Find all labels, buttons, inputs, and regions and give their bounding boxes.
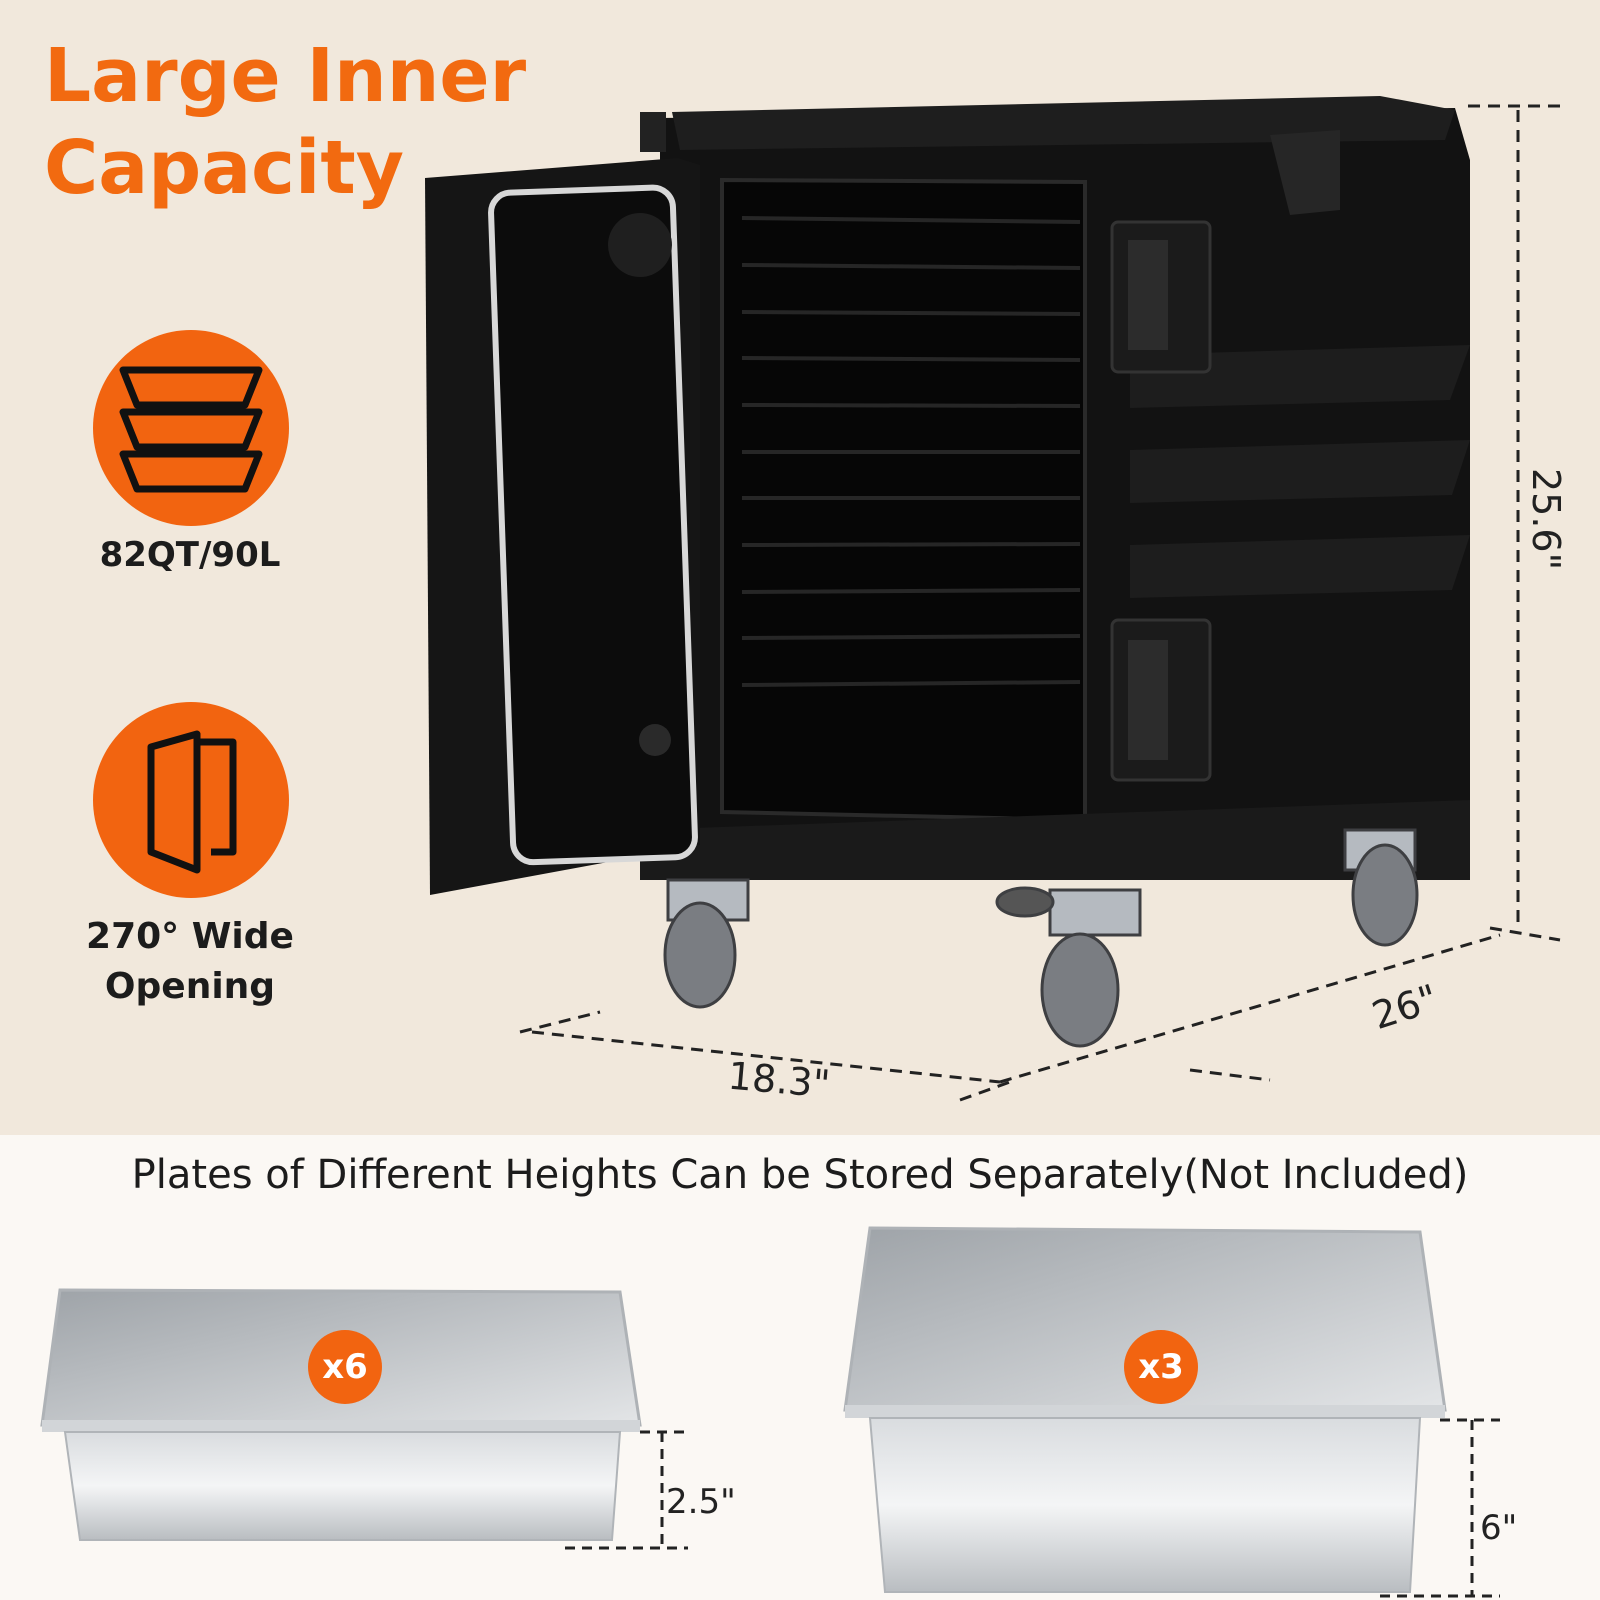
deep-pan-height-label: 6" xyxy=(1480,1508,1518,1548)
shallow-pan-quantity-badge: x6 xyxy=(308,1330,382,1404)
headline-line-2: Capacity xyxy=(44,125,404,211)
capacity-badge xyxy=(93,330,289,526)
headline: Large Inner Capacity xyxy=(44,30,526,214)
opening-badge xyxy=(93,702,289,898)
capacity-label: 82QT/90L xyxy=(99,535,281,575)
stacked-pans-icon xyxy=(119,366,263,493)
opening-label: 270° Wide Opening xyxy=(50,912,330,1012)
pans-section-heading: Plates of Different Heights Can be Store… xyxy=(131,1152,1469,1198)
shallow-pan xyxy=(40,1288,642,1541)
headline-line-1: Large Inner xyxy=(44,33,527,119)
deep-pan xyxy=(843,1226,1447,1593)
shallow-pan-height-label: 2.5" xyxy=(666,1482,736,1522)
door-opening-icon xyxy=(147,730,237,874)
opening-label-line-2: Opening xyxy=(104,966,276,1007)
opening-label-line-1: 270° Wide xyxy=(86,916,294,957)
deep-pan-quantity-badge: x3 xyxy=(1124,1330,1198,1404)
